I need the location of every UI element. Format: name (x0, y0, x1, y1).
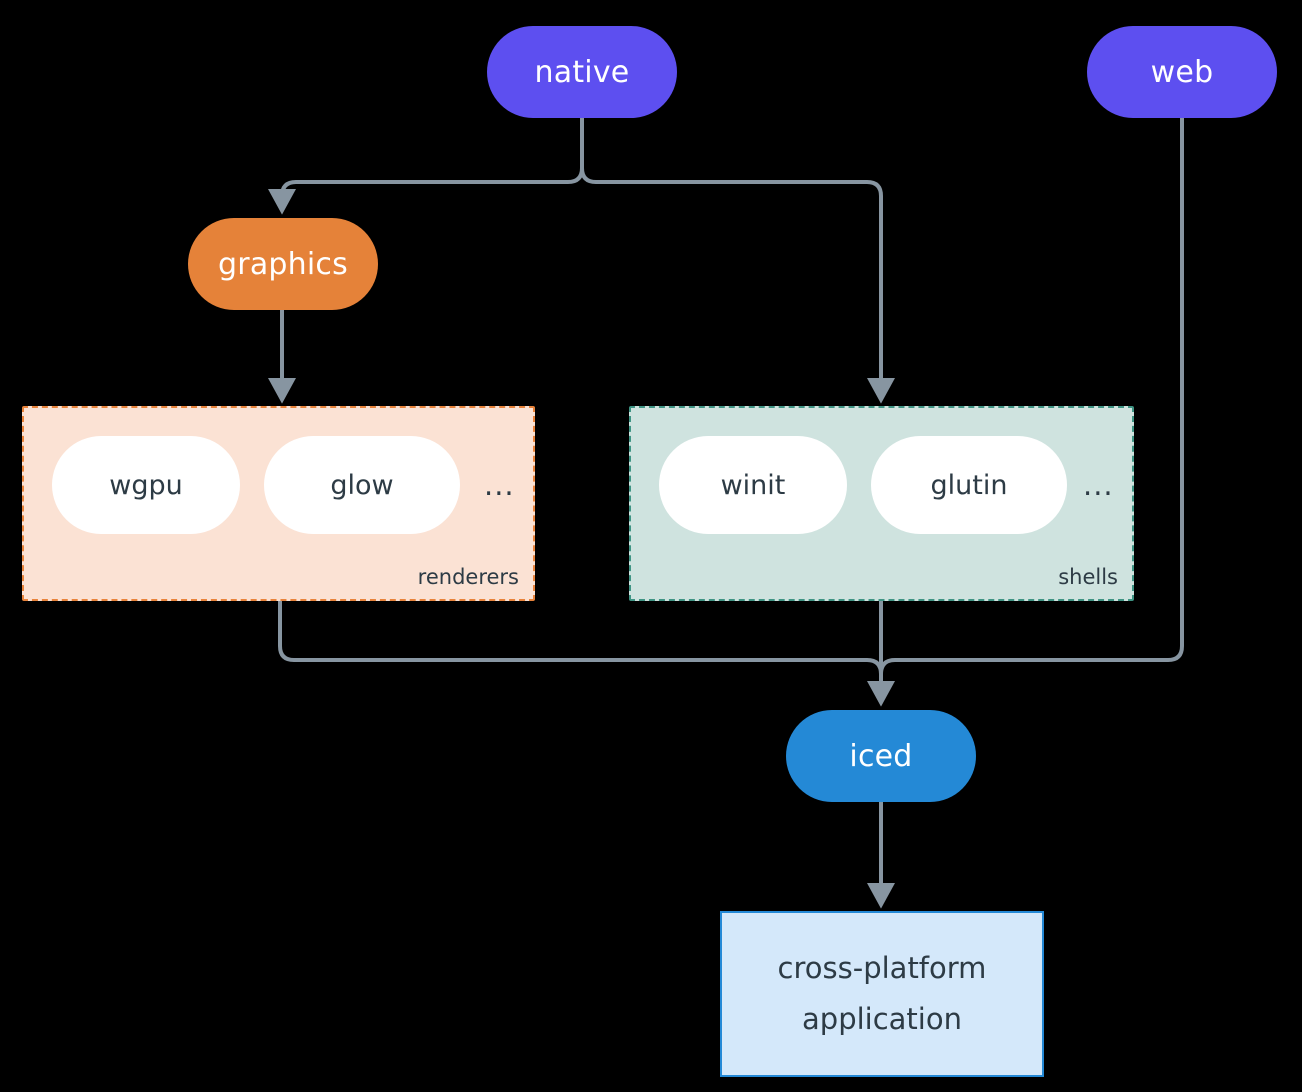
node-graphics[interactable]: graphics (188, 218, 378, 310)
node-winit[interactable]: winit (659, 436, 847, 534)
edge-native-to-shells (596, 180, 895, 404)
node-glutin[interactable]: glutin (871, 436, 1067, 534)
node-glow-label: glow (330, 469, 394, 501)
edge-native-to-graphics (268, 180, 568, 215)
node-iced-label: iced (849, 738, 913, 774)
node-native-label: native (534, 54, 630, 90)
node-wgpu[interactable]: wgpu (52, 436, 240, 534)
application-label-line2: application (802, 1002, 962, 1036)
cluster-renderers-label: renderers (417, 565, 519, 589)
node-web[interactable]: web (1087, 26, 1277, 118)
node-iced[interactable]: iced (786, 710, 976, 802)
node-glutin-label: glutin (930, 469, 1008, 501)
renderers-ellipsis-icon: ... (484, 468, 515, 502)
node-glow[interactable]: glow (264, 436, 460, 534)
edge-renderers-to-iced (278, 601, 883, 675)
shells-ellipsis-icon: ... (1083, 468, 1114, 502)
node-graphics-label: graphics (218, 246, 348, 282)
node-winit-label: winit (720, 469, 786, 501)
node-wgpu-label: wgpu (109, 469, 183, 501)
cluster-shells-label: shells (1058, 565, 1118, 589)
application-label-line1: cross-platform (777, 951, 987, 986)
node-cross-platform-application[interactable]: cross-platform application (720, 911, 1044, 1077)
node-web-label: web (1150, 54, 1214, 90)
edge-native-stem (580, 118, 597, 184)
cluster-shells[interactable]: winit glutin ... shells (629, 406, 1134, 601)
edge-native-stem-left (567, 167, 584, 184)
node-native[interactable]: native (487, 26, 677, 118)
cluster-renderers[interactable]: wgpu glow ... renderers (22, 406, 535, 601)
